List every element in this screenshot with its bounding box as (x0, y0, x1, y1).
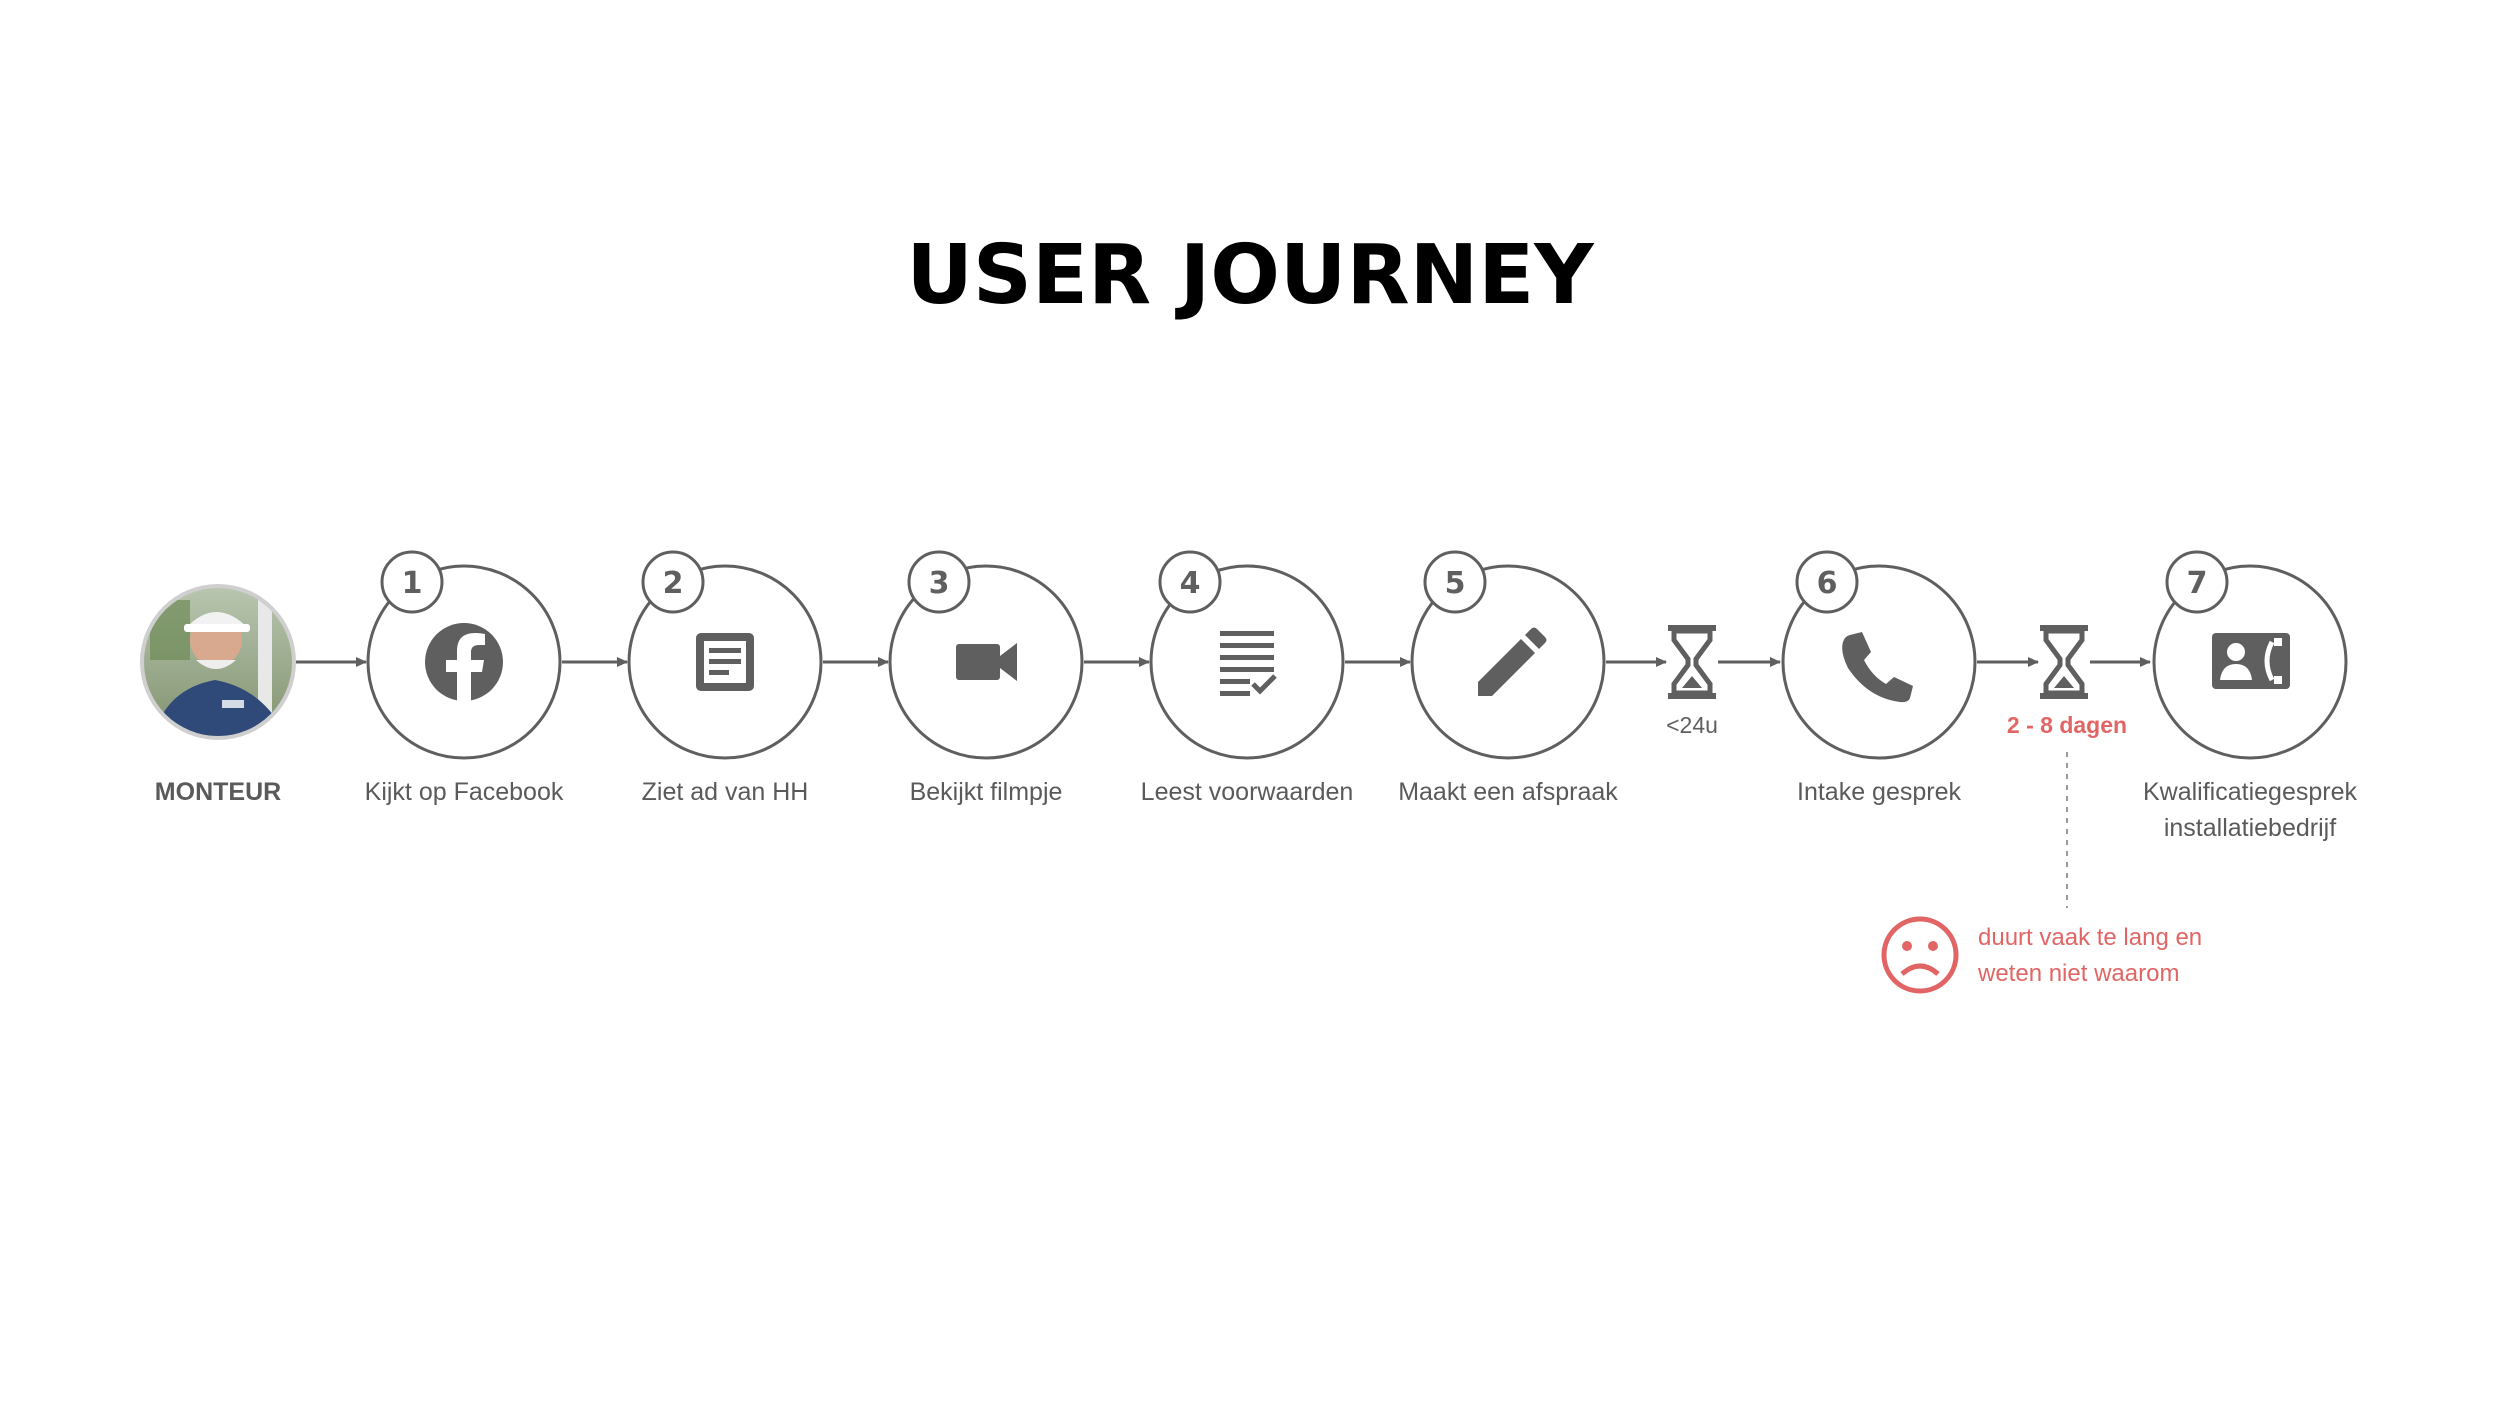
wait-label-long: 2 - 8 dagen (2006, 712, 2128, 738)
hourglass-icon (2040, 625, 2088, 699)
phone-icon (1842, 632, 1913, 703)
step-number-3: 3 (929, 566, 950, 601)
pain-point-line2: weten niet waarom (1978, 960, 2180, 987)
step-number-7: 7 (2187, 566, 2208, 601)
step-label-7-line2: installatiebedrijf (2163, 814, 2337, 842)
step-circle-6 (1781, 564, 1977, 760)
checklist-icon (1220, 631, 1277, 696)
step-number-1: 1 (402, 566, 423, 601)
step-badge-7 (2165, 550, 2229, 614)
step-number-2: 2 (663, 566, 684, 601)
step-badge-2 (641, 550, 705, 614)
step-badge-6 (1795, 550, 1859, 614)
step-label-6: Intake gesprek (1797, 778, 1961, 806)
pain-point-note: duurt vaak te lang en weten niet waarom (1978, 920, 2278, 992)
step-number-5: 5 (1445, 566, 1466, 601)
article-icon (696, 633, 754, 691)
step-badge-4 (1158, 550, 1222, 614)
step-badge-5 (1423, 550, 1487, 614)
step-badge-1 (380, 550, 444, 614)
pencil-icon (1478, 627, 1547, 696)
page-title: USER JOURNEY (906, 228, 1594, 323)
wait-label-short: <24u (1666, 712, 1718, 738)
step-label-2: Ziet ad van HH (641, 778, 809, 806)
hourglass-icon (1668, 625, 1716, 699)
step-circle-4 (1149, 564, 1345, 760)
step-label-5: Maakt een afspraak (1398, 778, 1618, 806)
step-label-4: Leest voorwaarden (1140, 778, 1354, 806)
persona-label: MONTEUR (154, 778, 282, 806)
sad-face-icon (1881, 916, 1959, 994)
pain-point-line1: duurt vaak te lang en (1978, 924, 2203, 951)
step-number-4: 4 (1180, 566, 1201, 601)
step-badge-3 (907, 550, 971, 614)
step-label-7-line1: Kwalificatiegesprek (2143, 778, 2357, 806)
worker-avatar (140, 584, 296, 740)
step-number-6: 6 (1817, 566, 1838, 601)
step-label-3: Bekijkt filmpje (909, 778, 1063, 806)
video-camera-icon (956, 643, 1017, 681)
contact-phone-icon (2212, 633, 2290, 689)
facebook-icon (425, 623, 503, 702)
step-label-1: Kijkt op Facebook (364, 778, 564, 806)
